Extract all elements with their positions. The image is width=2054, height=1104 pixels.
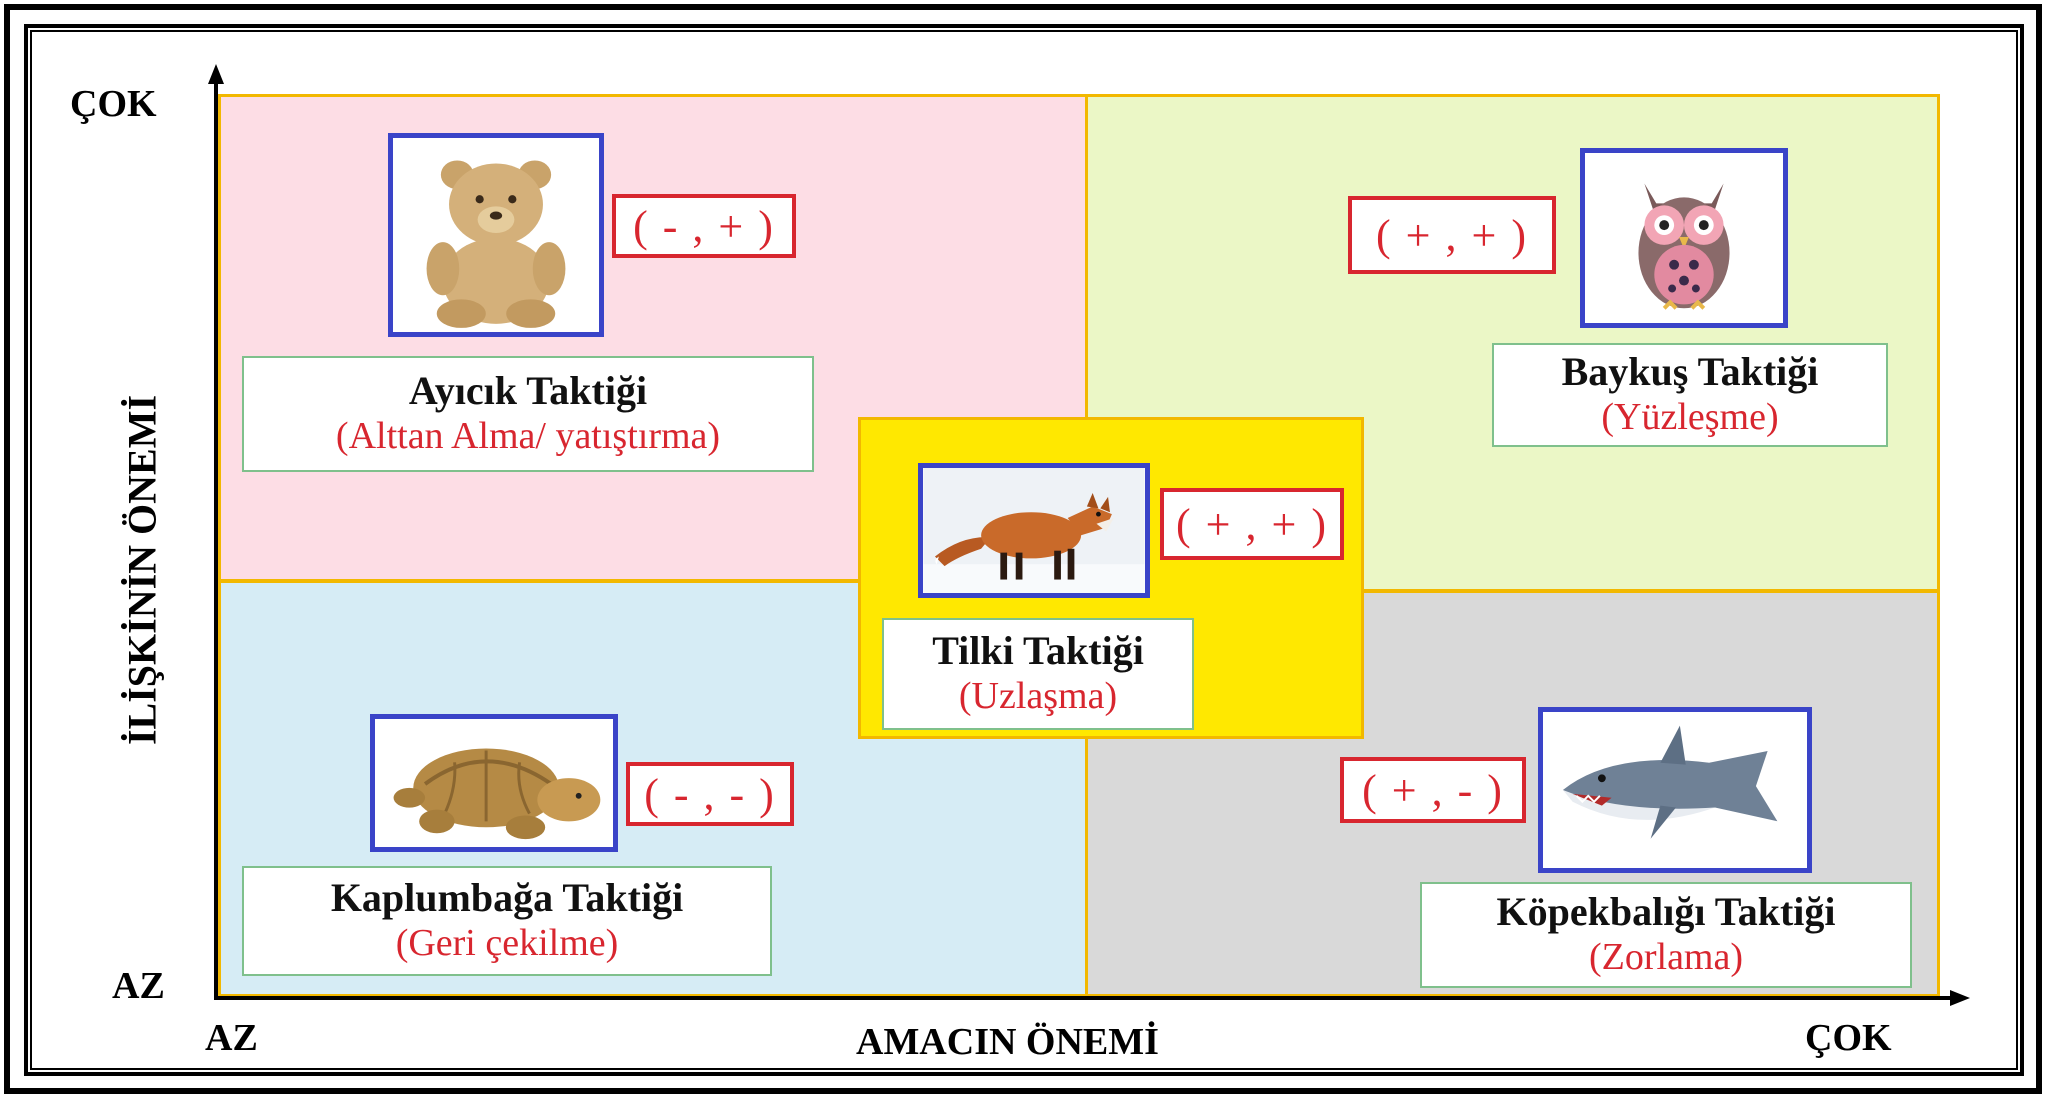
owl-icon [1580,148,1788,328]
owl-sign: ( + , + ) [1348,196,1556,274]
fox-subtitle: (Uzlaşma) [958,675,1118,718]
y-axis-line [214,80,218,1000]
bear-title: Ayıcık Taktiği [408,368,648,414]
bear-sign: ( - , + ) [612,194,796,258]
y-axis-title: İLİŞKİNİN ÖNEMİ [119,394,165,746]
shark-icon [1538,707,1812,873]
x-axis-line [214,996,1954,1000]
inner-frame-line [30,30,2018,1070]
x-axis-high-label: ÇOK [1805,1017,1892,1059]
turtle-icon [370,714,618,852]
owl-title: Baykuş Taktiği [1561,349,1819,395]
turtle-label: Kaplumbağa Taktiği (Geri çekilme) [242,866,772,976]
teddy-bear-icon [388,133,604,337]
bear-subtitle: (Alttan Alma/ yatıştırma) [335,415,721,458]
turtle-subtitle: (Geri çekilme) [395,922,619,965]
fox-title: Tilki Taktiği [932,628,1144,674]
shark-label: Köpekbalığı Taktiği (Zorlama) [1420,882,1912,988]
fox-sign: ( + , + ) [1160,488,1344,560]
x-axis-title: AMACIN ÖNEMİ [856,1021,1159,1063]
x-axis-low-label: AZ [205,1017,258,1059]
y-axis-low-label: AZ [112,965,165,1007]
shark-subtitle: (Zorlama) [1588,936,1744,979]
shark-title: Köpekbalığı Taktiği [1496,889,1836,935]
bear-label: Ayıcık Taktiği (Alttan Alma/ yatıştırma) [242,356,814,472]
turtle-title: Kaplumbağa Taktiği [330,875,684,921]
owl-label: Baykuş Taktiği (Yüzleşme) [1492,343,1888,447]
x-axis-arrow [1950,990,1970,1006]
turtle-sign: ( - , - ) [626,762,794,826]
fox-label: Tilki Taktiği (Uzlaşma) [882,618,1194,730]
fox-icon [918,463,1150,598]
inner-frame [24,24,2024,1076]
shark-sign: ( + , - ) [1340,757,1526,823]
y-axis-high-label: ÇOK [70,83,157,125]
owl-subtitle: (Yüzleşme) [1601,396,1779,439]
y-axis-arrow [208,64,224,84]
